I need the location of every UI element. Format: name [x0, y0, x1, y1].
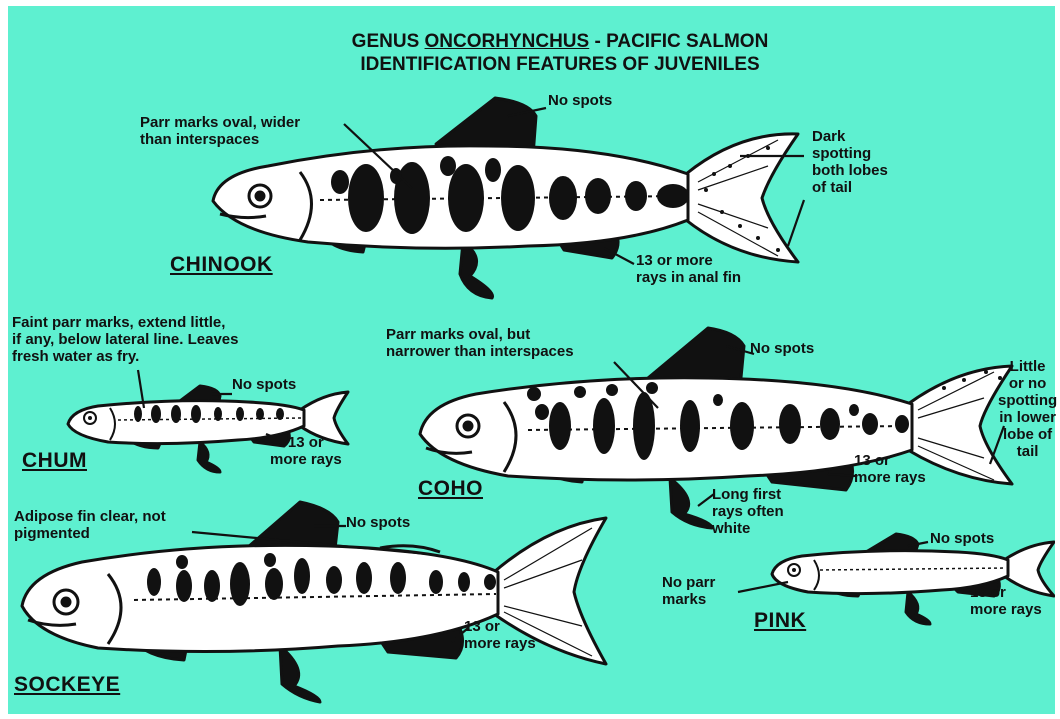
coho-label-first-rays: Long first rays often white	[712, 486, 784, 537]
pink-label-rays: 13 or more rays	[970, 584, 1042, 618]
chum-label-no-spots: No spots	[232, 376, 296, 393]
chum-label-rays: 13 or more rays	[270, 434, 342, 468]
species-name-chum: CHUM	[22, 452, 87, 469]
sockeye-label-adipose: Adipose fin clear, not pigmented	[14, 508, 166, 542]
sockeye-label-no-spots: No spots	[346, 514, 410, 531]
chum-pupil	[88, 416, 92, 420]
chinook-label-parr-marks: Parr marks oval, wider than interspaces	[140, 114, 300, 148]
chum-adipose-fin	[198, 442, 220, 472]
sockeye-label-rays: 13 or more rays	[464, 618, 536, 652]
diagram-panel: GENUS ONCORHYNCHUS - PACIFIC SALMON IDEN…	[8, 6, 1055, 714]
species-name-sockeye: SOCKEYE	[14, 676, 120, 693]
sockeye-adipose-fin	[280, 646, 320, 702]
pink-label-no-parr-marks: No parr marks	[662, 574, 715, 608]
sockeye-body	[22, 545, 498, 651]
title-line-1: GENUS ONCORHYNCHUS - PACIFIC SALMON	[230, 30, 890, 53]
chinook-tail	[686, 134, 798, 262]
title-genus: ONCORHYNCHUS	[425, 31, 590, 52]
sockeye-pupil	[62, 598, 70, 606]
coho-adipose-fin	[670, 478, 712, 528]
coho-pupil	[464, 422, 472, 430]
coho-label-rays: 13 or more rays	[854, 452, 926, 486]
coho-label-no-spots: No spots	[750, 340, 814, 357]
species-name-chinook: CHINOOK	[170, 256, 273, 273]
pink-pupil	[792, 568, 796, 572]
chinook-adipose-fin	[460, 242, 493, 298]
chinook-label-tail-spotting: Dark spotting both lobes of tail	[812, 128, 888, 196]
chum-label-parr-marks: Faint parr marks, extend little, if any,…	[12, 314, 238, 365]
species-name-coho: COHO	[418, 480, 483, 497]
chinook-label-no-spots: No spots	[548, 92, 612, 109]
coho-label-parr-marks: Parr marks oval, but narrower than inter…	[386, 326, 574, 360]
pink-adipose-fin	[906, 592, 930, 624]
title-line-2: IDENTIFICATION FEATURES OF JUVENILES	[230, 53, 890, 76]
title-prefix: GENUS	[352, 31, 425, 52]
species-name-pink: PINK	[754, 612, 806, 629]
chinook-pupil	[256, 192, 264, 200]
chum-body	[68, 401, 304, 444]
chinook-label-anal-rays: 13 or more rays in anal fin	[636, 252, 741, 286]
title-suffix: - PACIFIC SALMON	[589, 31, 768, 52]
coho-label-tail-spotting: Little or no spotting in lower lobe of t…	[998, 358, 1057, 460]
pink-label-no-spots: No spots	[930, 530, 994, 547]
